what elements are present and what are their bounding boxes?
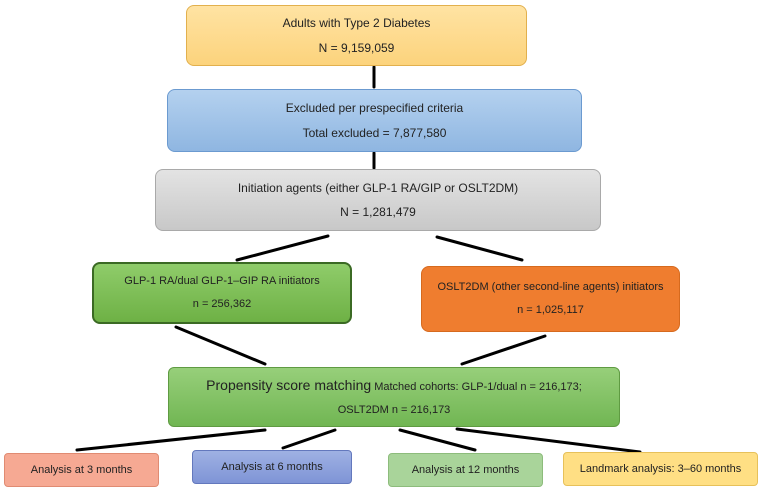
glp-initiators-box: GLP-1 RA/dual GLP-1–GIP RA initiators n … — [92, 262, 352, 324]
analysis-3-months-box: Analysis at 3 months — [4, 453, 159, 487]
analysis-3-months-label: Analysis at 3 months — [30, 463, 133, 476]
psm-line-1: Propensity score matching Matched cohort… — [206, 376, 582, 395]
adults-box: Adults with Type 2 Diabetes N = 9,159,05… — [186, 5, 527, 66]
psm-title: Propensity score matching — [206, 377, 372, 394]
connector-psm-a3 — [75, 428, 267, 452]
connector-psm-landmark — [455, 427, 642, 454]
excluded-title: Excluded per prespecified criteria — [285, 101, 464, 116]
landmark-analysis-label: Landmark analysis: 3–60 months — [579, 462, 742, 475]
connector-initiation-glp — [235, 234, 330, 262]
oslt-initiators-box: OSLT2DM (other second-line agents) initi… — [421, 266, 680, 332]
initiation-title: Initiation agents (either GLP-1 RA/GIP o… — [237, 180, 519, 195]
connector-psm-a12 — [398, 428, 477, 452]
analysis-12-months-label: Analysis at 12 months — [411, 463, 520, 476]
landmark-analysis-box: Landmark analysis: 3–60 months — [563, 452, 758, 486]
psm-line1-rest: Matched cohorts: GLP-1/dual n = 216,173; — [374, 381, 582, 394]
connector-psm-a6 — [281, 428, 337, 450]
adults-title: Adults with Type 2 Diabetes — [282, 16, 431, 31]
glp-count: n = 256,362 — [192, 298, 252, 310]
psm-line-2: OSLT2DM n = 216,173 — [337, 404, 451, 417]
excluded-count: Total excluded = 7,877,580 — [302, 125, 447, 140]
adults-count: N = 9,159,059 — [318, 40, 395, 55]
oslt-count: n = 1,025,117 — [517, 304, 584, 316]
propensity-matching-box: Propensity score matching Matched cohort… — [168, 367, 620, 427]
initiation-count: N = 1,281,479 — [340, 205, 416, 219]
initiation-box: Initiation agents (either GLP-1 RA/GIP o… — [155, 169, 601, 231]
analysis-12-months-box: Analysis at 12 months — [388, 453, 543, 487]
excluded-box: Excluded per prespecified criteria Total… — [167, 89, 582, 152]
connector-oslt-psm — [460, 334, 547, 366]
oslt-title: OSLT2DM (other second-line agents) initi… — [437, 281, 664, 294]
glp-title: GLP-1 RA/dual GLP-1–GIP RA initiators — [124, 275, 320, 288]
connector-initiation-oslt — [435, 235, 524, 262]
analysis-6-months-box: Analysis at 6 months — [192, 450, 352, 484]
connector-glp-psm — [174, 325, 267, 366]
analysis-6-months-label: Analysis at 6 months — [221, 460, 323, 473]
